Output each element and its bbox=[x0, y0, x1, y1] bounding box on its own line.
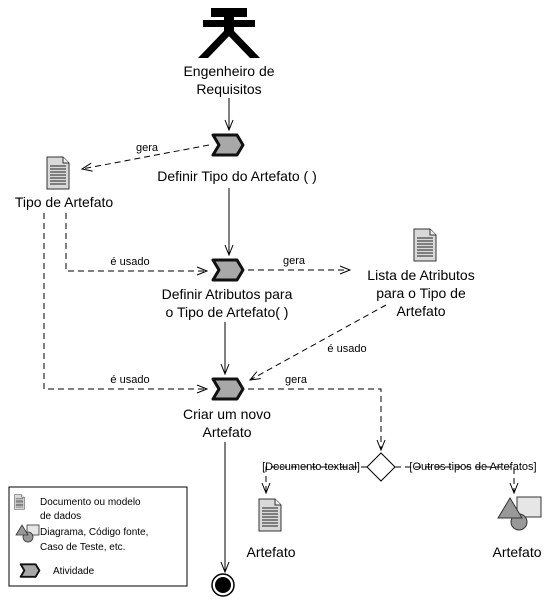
usado-label-2: é usado bbox=[110, 374, 149, 386]
actor-label-line2: Requisitos bbox=[196, 81, 261, 97]
legend-shape-line2: Caso de Teste, etc. bbox=[40, 542, 125, 553]
legend-box: Documento ou modelo de dados Diagrama, C… bbox=[8, 486, 188, 587]
legend-doc-line2: de dados bbox=[40, 511, 81, 522]
legend-document-icon bbox=[14, 494, 25, 510]
activity-icon-criar-artefato[interactable] bbox=[211, 377, 245, 401]
artifact-label-lista-line3: Artefato bbox=[396, 303, 445, 319]
activity-icon-definir-atributos[interactable] bbox=[211, 258, 245, 282]
document-icon-tipo-artefato[interactable] bbox=[46, 156, 70, 190]
usado-edge-1 bbox=[65, 213, 207, 271]
usado-label-1: é usado bbox=[110, 256, 149, 268]
guard-edge-documento bbox=[266, 466, 367, 493]
artifact-label-outros: Artefato bbox=[492, 544, 541, 560]
legend-activity-label: Atividade bbox=[53, 566, 95, 577]
document-icon-artefato-textual[interactable] bbox=[258, 498, 282, 532]
legend-doc-line1: Documento ou modelo bbox=[40, 497, 141, 508]
activity-label-definir-atributos-line2: o Tipo de Artefato( ) bbox=[166, 304, 289, 320]
final-node bbox=[211, 573, 235, 597]
legend-shape-line1: Diagrama, Código fonte, bbox=[40, 527, 148, 538]
legend-activity-icon bbox=[19, 563, 41, 578]
guard-label-documento: [Documento textual] bbox=[262, 461, 360, 473]
shapes-icon-artefato-outros[interactable] bbox=[497, 496, 542, 531]
artifact-label-tipo: Tipo de Artefato bbox=[15, 194, 114, 210]
activity-icon-definir-tipo[interactable] bbox=[211, 133, 245, 157]
stick-figure-actor-icon bbox=[198, 8, 260, 58]
decision-diamond[interactable] bbox=[366, 452, 396, 482]
activity-label-criar-line2: Artefato bbox=[202, 424, 251, 440]
gera-label-2: gera bbox=[283, 255, 306, 267]
artifact-label-lista-line2: para o Tipo de bbox=[376, 285, 466, 301]
artifact-label-lista-line1: Lista de Atributos bbox=[367, 267, 474, 283]
gera-label-3: gera bbox=[285, 374, 308, 386]
gera-label-1: gera bbox=[136, 142, 159, 154]
gera-edge-1 bbox=[82, 144, 210, 169]
activity-label-definir-atributos-line1: Definir Atributos para bbox=[162, 286, 293, 302]
gera-edge-3 bbox=[248, 388, 381, 450]
usado-label-3: é usado bbox=[327, 343, 366, 355]
guard-label-outros: [Outros tipos de Artefatos] bbox=[409, 461, 536, 473]
usado-edge-3 bbox=[250, 304, 387, 380]
actor-label-line1: Engenheiro de bbox=[183, 63, 274, 79]
usado-edge-2 bbox=[43, 213, 207, 389]
artifact-label-textual: Artefato bbox=[246, 544, 295, 560]
activity-label-definir-tipo: Definir Tipo do Artefato ( ) bbox=[157, 168, 317, 184]
document-icon-lista-atributos[interactable] bbox=[413, 228, 437, 262]
legend-shapes-icon bbox=[15, 524, 40, 543]
activity-label-criar-line1: Criar um novo bbox=[183, 406, 271, 422]
